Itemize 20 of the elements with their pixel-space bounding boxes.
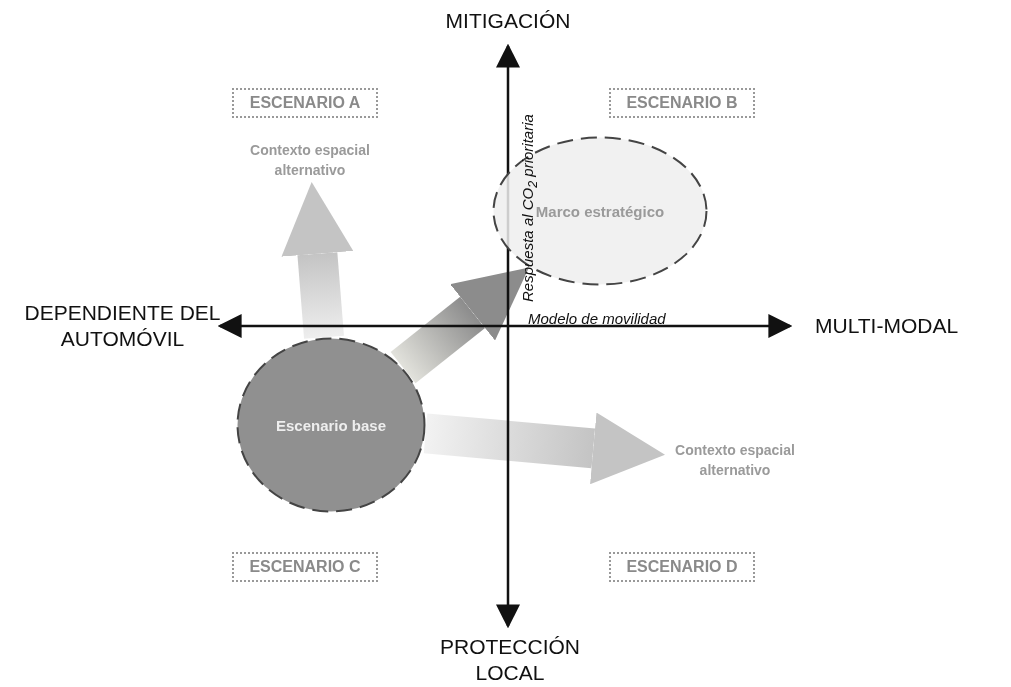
axis-caption: Modelo de movilidad <box>528 310 667 327</box>
scenario-label: ESCENARIO C <box>249 558 361 576</box>
scenario-box <box>232 88 378 118</box>
axis-label: MITIGACIÓN <box>444 8 572 34</box>
axis-label: DEPENDIENTE DEL AUTOMÓVIL <box>23 300 222 352</box>
thick-arrow <box>423 412 665 485</box>
scenario-label: ESCENARIO A <box>249 94 361 112</box>
context-label: Contexto espacial alternativo <box>665 440 805 482</box>
dashed-ellipse <box>236 337 426 513</box>
scenario-box <box>609 552 755 582</box>
thick-arrow <box>281 182 354 339</box>
axis-label: MULTI-MODAL <box>815 313 960 339</box>
scenario-box <box>232 552 378 582</box>
scenario-box <box>609 88 755 118</box>
scenario-label: ESCENARIO B <box>626 94 738 112</box>
context-label: Contexto espacial alternativo <box>245 140 375 182</box>
ellipse-label: Escenario base <box>275 416 387 434</box>
scenario-label: ESCENARIO D <box>626 558 738 576</box>
axis-label: PROTECCIÓN LOCAL <box>439 634 581 686</box>
thick-arrow <box>390 267 529 384</box>
